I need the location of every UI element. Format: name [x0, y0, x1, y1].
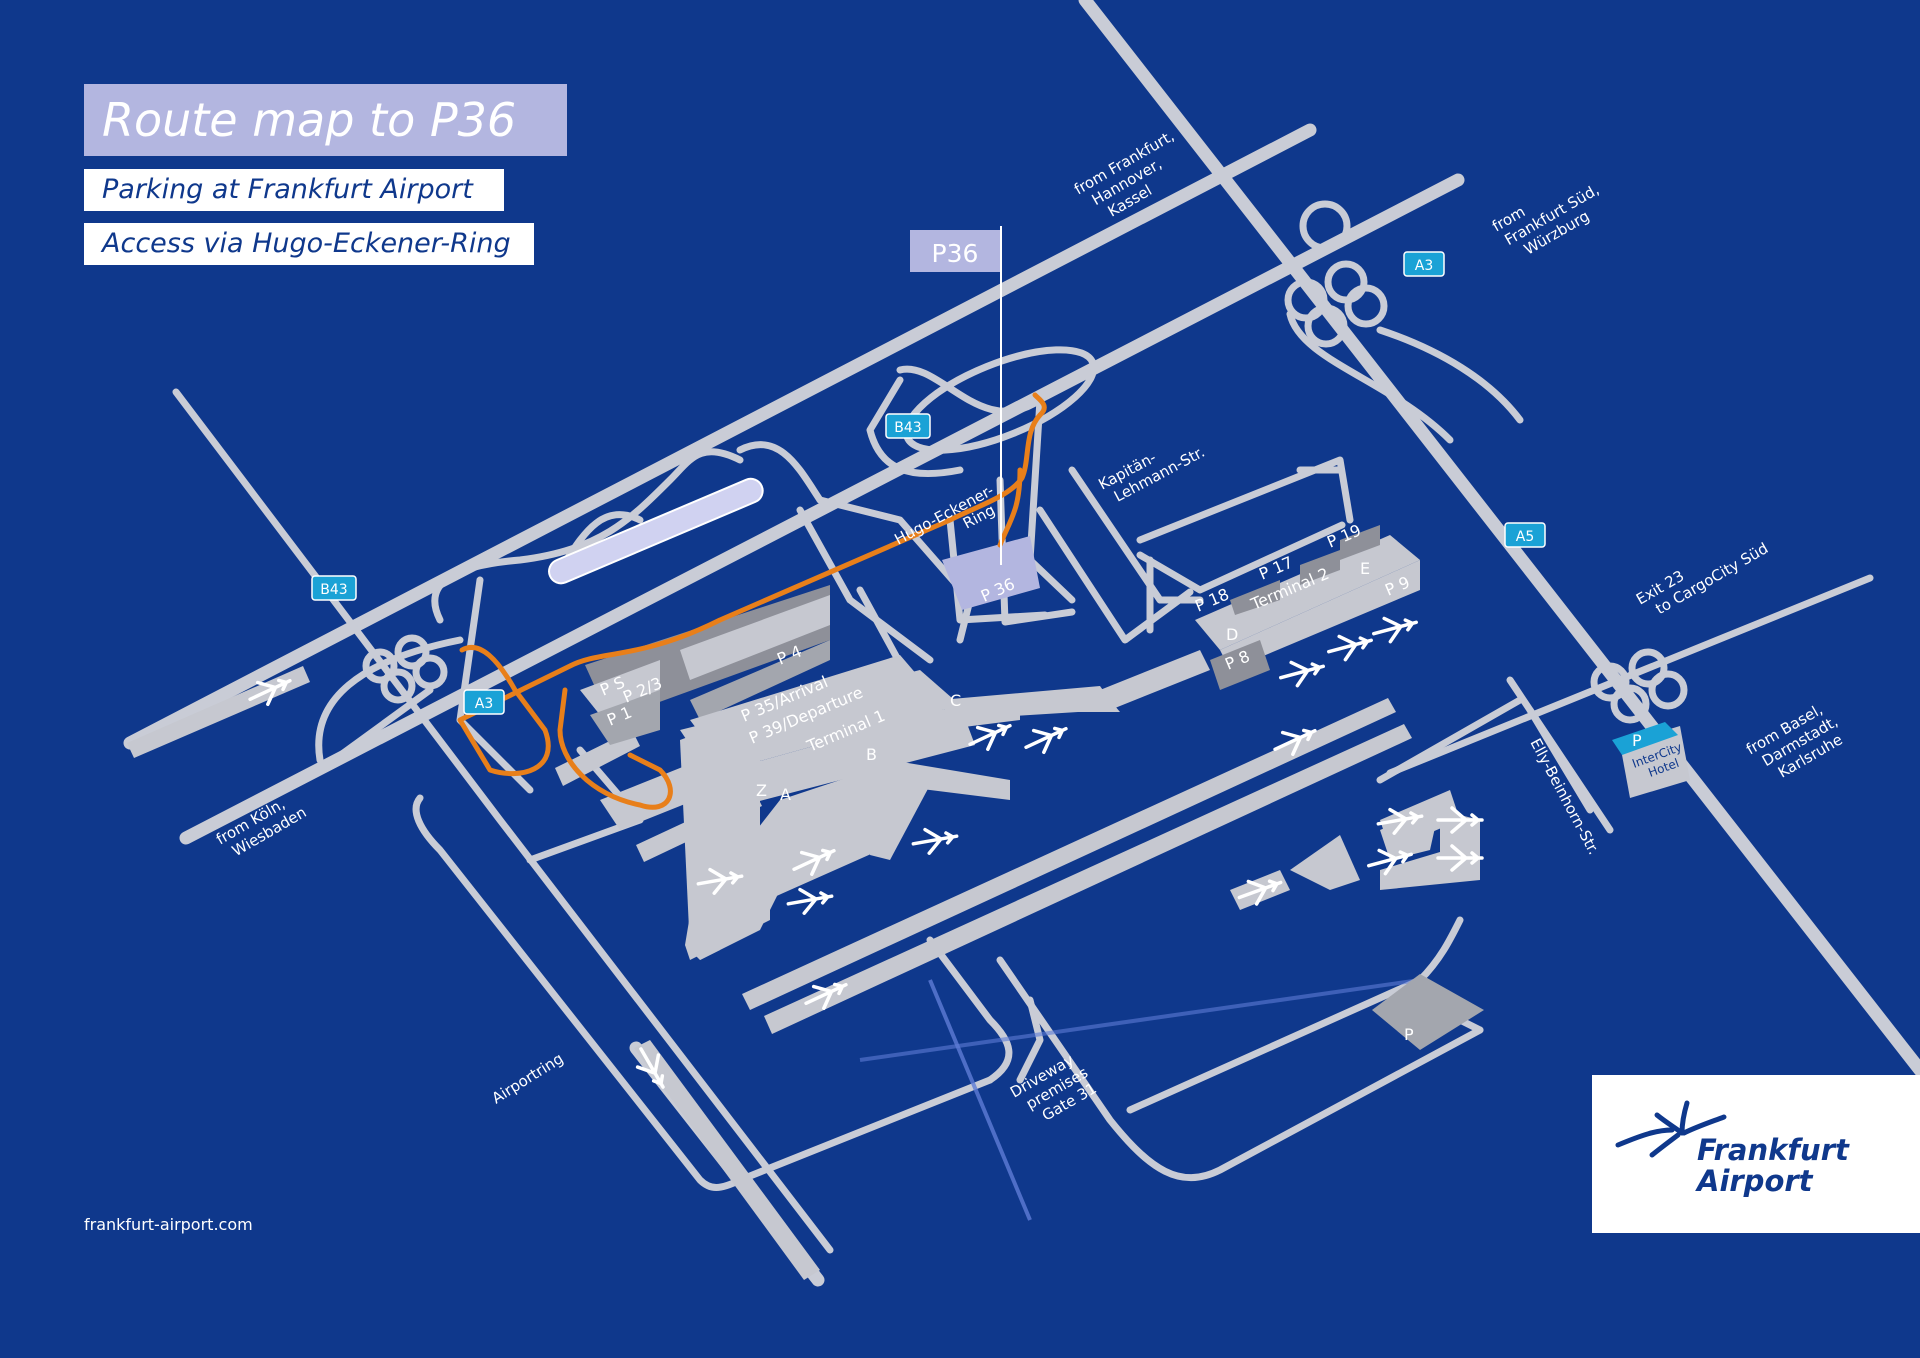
cloverleaf-north	[1284, 200, 1388, 348]
logo-text-line2: Airport	[1697, 1164, 1813, 1198]
b43-west-road	[172, 388, 834, 1254]
label-kapitaen-lehmann: Kapitän- Lehmann-Str.	[1095, 443, 1207, 506]
route-p36-access	[997, 467, 1023, 548]
a3-shield-west: A3	[463, 689, 505, 715]
hotel-parking-label: P	[1632, 731, 1642, 750]
t1-pier-a: A	[780, 785, 791, 804]
svg-text:B43: B43	[894, 420, 921, 436]
t2-pier-d: D	[1226, 625, 1238, 644]
taxiway-trail	[859, 978, 1421, 1062]
label-airportring: Airportring	[489, 1049, 567, 1107]
logo-star-icon	[1615, 1100, 1727, 1158]
terminal1-buildings	[580, 585, 1210, 960]
p36-lot	[942, 536, 1040, 610]
a5-shield: A5	[1504, 522, 1546, 548]
cloverleaf-east	[1590, 648, 1688, 724]
hotel-parking-roof	[1612, 722, 1678, 755]
route-line[interactable]	[457, 392, 1047, 777]
b43-shield-west: B43	[311, 575, 357, 601]
t1-pier-c: C	[950, 691, 961, 710]
cargo-buildings	[1230, 790, 1480, 910]
t2-pier-e: E	[1360, 559, 1370, 578]
p36-flag-label: P36	[932, 239, 979, 268]
label-exit23: Exit 23 to CargoCity Süd	[1633, 539, 1771, 618]
label-from-frankfurt: from Frankfurt, Hannover, Kassel	[1071, 127, 1177, 221]
svg-text:A3: A3	[1415, 258, 1433, 274]
driveway-trail	[928, 979, 1032, 1221]
label-driveway: Driveway premises Gate 31	[1007, 1051, 1100, 1125]
subtitle-parking: Parking at Frankfurt Airport	[84, 169, 504, 211]
t1-pier-b: B	[866, 745, 877, 764]
svg-text:A3: A3	[475, 696, 493, 712]
terminal2-buildings	[1195, 525, 1420, 690]
a3-shield-east: A3	[1403, 251, 1445, 277]
route-loop	[557, 687, 673, 810]
subtitle-access: Access via Hugo-Eckener-Ring	[84, 223, 534, 265]
b43-shield-north: B43	[885, 413, 931, 439]
footer-url[interactable]: frankfurt-airport.com	[84, 1215, 253, 1234]
svg-text:A5: A5	[1516, 529, 1534, 545]
a3-highway	[179, 173, 1465, 845]
hotel-label: InterCity Hotel	[1630, 740, 1683, 780]
cloverleaf-west	[362, 634, 448, 704]
p36-flag[interactable]	[910, 230, 1000, 272]
label-from-basel: from Basel, Darmstadt, Karlsruhe	[1743, 700, 1846, 781]
b43-highway	[123, 123, 1317, 750]
runways	[127, 666, 1412, 1280]
hangar-light	[548, 477, 764, 585]
local-roads	[315, 310, 1614, 1191]
page-title: Route map to P36	[84, 84, 567, 156]
a5-highway	[1078, 0, 1920, 1077]
cargo-parking-label: P	[1404, 1025, 1414, 1044]
label-from-frankfurt-sued: from Frankfurt Süd, Würzburg	[1489, 180, 1602, 258]
logo-text-line1: Frankfurt	[1697, 1133, 1849, 1167]
t1-pier-z: Z	[756, 781, 767, 800]
svg-text:B43: B43	[320, 582, 347, 598]
cargo-parking-lot	[1372, 974, 1484, 1050]
frankfurt-airport-logo: Frankfurt Airport	[1592, 1075, 1920, 1233]
